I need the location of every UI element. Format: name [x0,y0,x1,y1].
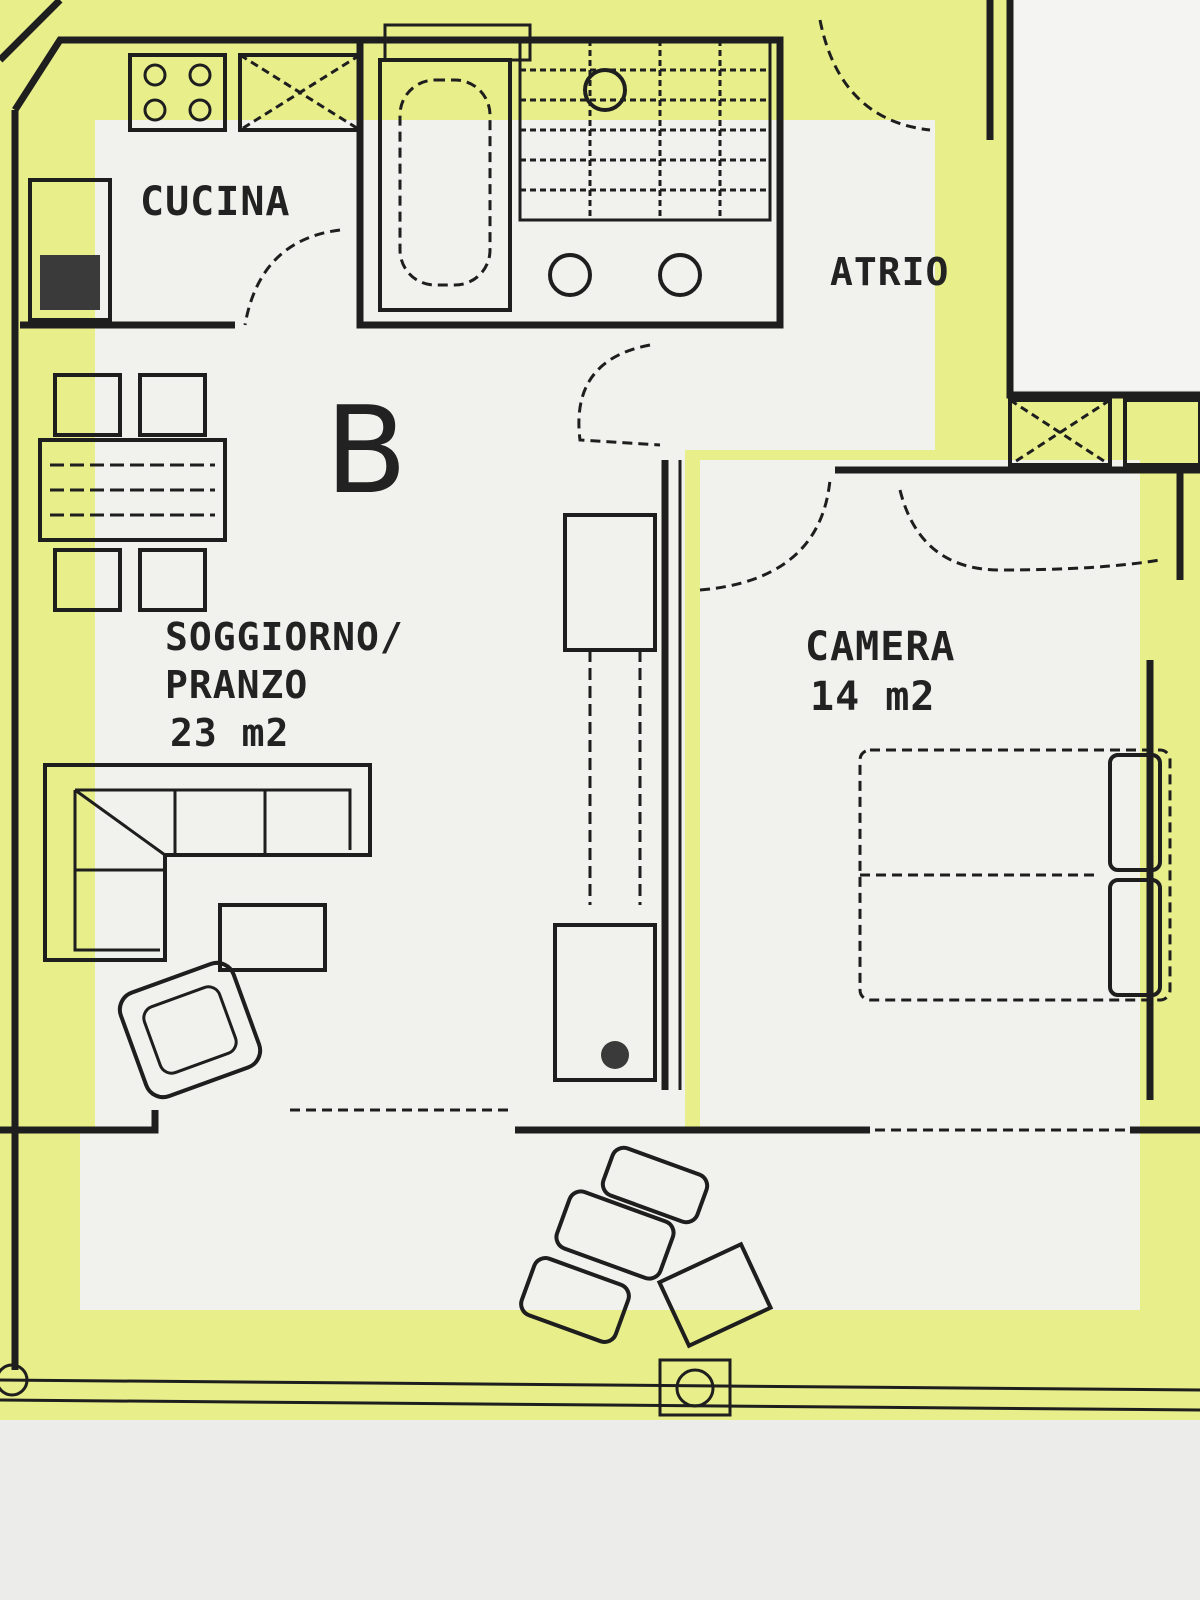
unit-letter: B [325,382,407,521]
armchair [117,960,263,1100]
pillow [1108,878,1162,997]
bed [858,748,1172,1002]
side-table [656,1241,774,1349]
balcony-furniture [0,1145,774,1417]
column [658,1358,732,1417]
room-label-bedroom: CAMERA [805,624,956,670]
stove [128,53,227,132]
dining-table [38,438,227,542]
coffee-table [218,903,327,972]
room-label-kitchen: CUCINA [140,179,291,225]
outside-white-block [1010,0,1200,390]
room-label-living: SOGGIORNO/ [165,615,404,659]
lounger-cushion [554,1189,676,1281]
partition-units [553,513,657,1082]
fridge [28,178,112,322]
bedroom-door-swing [699,479,832,592]
room-label-dining: PRANZO [165,663,308,707]
living-area-value: 23 m2 [170,711,289,755]
doors [243,19,1161,1132]
bathroom-fixtures [356,23,784,329]
chair [138,373,207,437]
chair [138,548,207,612]
bath-door-swing [577,343,661,447]
kitchen-door-swing [243,228,341,326]
bidet [658,253,702,297]
lounger-cushion [519,1256,631,1344]
bedroom-area-value: 14 m2 [810,674,935,720]
room-label-hall: ATRIO [830,250,949,294]
lounger-cushion [600,1145,710,1225]
column [0,1363,29,1397]
closet-door-swing [898,489,1161,572]
chair [53,373,122,437]
dining-set [38,373,227,612]
plant-stand [553,923,657,1082]
floor-areas [80,120,1140,1310]
pillow [1108,753,1162,872]
tv-cabinet [563,513,657,652]
shafts [1008,398,1200,467]
bathtub [378,58,512,312]
sink-bowl [583,68,627,112]
living-furniture [43,763,372,1100]
toilet [548,253,592,297]
chair [53,548,122,612]
kitchen-fixtures [28,53,362,322]
entry-door-swing [818,19,931,132]
bedroom-furniture [858,748,1172,1002]
